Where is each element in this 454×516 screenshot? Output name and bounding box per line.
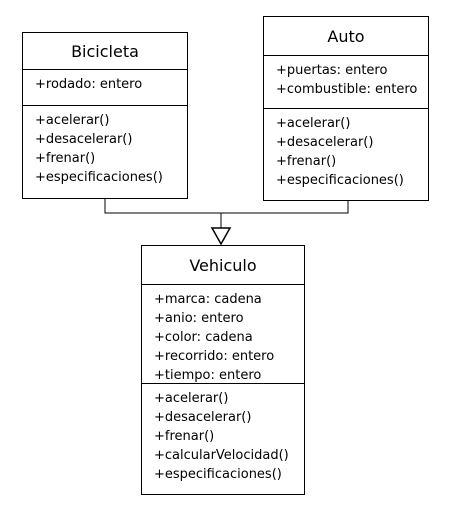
generalization-arrowhead-icon	[210, 227, 232, 246]
method-frenar: +frenar()	[154, 429, 215, 444]
methods-section-bicicleta: +acelerar() +desacelerar() +frenar() +es…	[23, 106, 187, 187]
attribute-combustible: +combustible: entero	[276, 82, 418, 97]
method-calcular-velocidad: +calcularVelocidad()	[154, 448, 289, 463]
attribute-tiempo: +tiempo: entero	[154, 368, 262, 383]
class-bicicleta: Bicicleta +rodado: entero +acelerar() +d…	[22, 32, 188, 199]
class-name-vehiculo: Vehiculo	[142, 246, 304, 285]
method-desacelerar: +desacelerar()	[35, 132, 133, 147]
method-desacelerar: +desacelerar()	[154, 410, 252, 425]
attribute-anio: +anio: entero	[154, 311, 244, 326]
class-name-bicicleta: Bicicleta	[23, 33, 187, 70]
attribute-rodado: +rodado: entero	[35, 77, 143, 92]
method-acelerar: +acelerar()	[276, 116, 351, 131]
attribute-recorrido: +recorrido: entero	[154, 349, 275, 364]
attribute-color: +color: cadena	[154, 330, 253, 345]
attribute-marca: +marca: cadena	[154, 292, 262, 307]
method-frenar: +frenar()	[276, 154, 337, 169]
class-auto: Auto +puertas: entero +combustible: ente…	[263, 16, 429, 201]
method-frenar: +frenar()	[35, 151, 96, 166]
attribute-puertas: +puertas: entero	[276, 63, 388, 78]
methods-section-auto: +acelerar() +desacelerar() +frenar() +es…	[264, 109, 428, 190]
bicicleta-generalization-line	[104, 199, 221, 214]
attributes-section-auto: +puertas: entero +combustible: entero	[264, 56, 428, 109]
auto-generalization-line	[221, 201, 349, 214]
method-desacelerar: +desacelerar()	[276, 135, 374, 150]
method-acelerar: +acelerar()	[154, 391, 229, 406]
method-especificaciones: +especificaciones()	[276, 173, 404, 188]
class-vehiculo: Vehiculo +marca: cadena +anio: entero +c…	[141, 245, 305, 495]
method-especificaciones: +especificaciones()	[154, 467, 282, 482]
class-name-auto: Auto	[264, 17, 428, 56]
attributes-section-vehiculo: +marca: cadena +anio: entero +color: cad…	[142, 285, 304, 384]
method-acelerar: +acelerar()	[35, 113, 110, 128]
method-especificaciones: +especificaciones()	[35, 170, 163, 185]
methods-section-vehiculo: +acelerar() +desacelerar() +frenar() +ca…	[142, 384, 304, 484]
attributes-section-bicicleta: +rodado: entero	[23, 70, 187, 106]
